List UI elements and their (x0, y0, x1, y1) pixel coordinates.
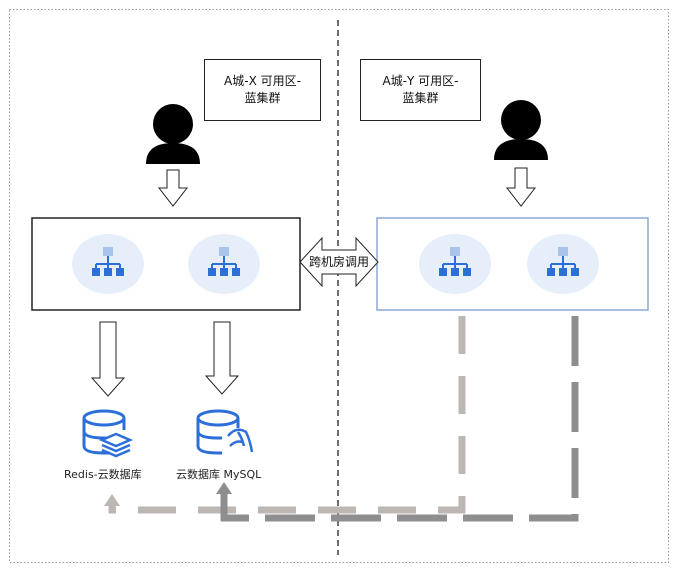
database-dolphin-icon (196, 409, 254, 455)
cross-zone-label: 跨机房调用 (308, 255, 369, 269)
redis-return-arrowhead (104, 494, 120, 506)
down-arrow-icon (505, 167, 537, 207)
cluster-y-box (376, 217, 649, 311)
zone-y-title-line1: A城-Y 可用区- (382, 74, 459, 88)
load-balancer-icon (188, 234, 260, 294)
down-arrow-icon (90, 321, 126, 397)
mysql-return-arrowhead (216, 482, 232, 494)
cross-zone-double-arrow (299, 236, 379, 288)
user-icon (494, 100, 548, 160)
zone-x-title-box: A城-X 可用区- 蓝集群 (204, 59, 321, 121)
cross-zone-db-path-dark (220, 316, 579, 522)
load-balancer-icon (419, 234, 491, 294)
zone-y-title-line2: 蓝集群 (402, 91, 439, 105)
zone-x-title-line1: A城-X 可用区- (224, 74, 301, 88)
cross-zone-db-path-light (108, 316, 466, 514)
mysql-db-label: 云数据库 MySQL (176, 468, 262, 481)
load-balancer-icon (72, 234, 144, 294)
zone-y-title-box: A城-Y 可用区- 蓝集群 (360, 59, 481, 121)
database-stack-icon (82, 409, 134, 458)
redis-db-label: Redis-云数据库 (64, 468, 142, 481)
down-arrow-icon (157, 169, 189, 207)
zone-x-title-line2: 蓝集群 (244, 91, 281, 105)
down-arrow-icon (204, 321, 240, 395)
outer-frame (9, 9, 669, 563)
user-icon (146, 104, 200, 164)
load-balancer-icon (527, 234, 599, 294)
